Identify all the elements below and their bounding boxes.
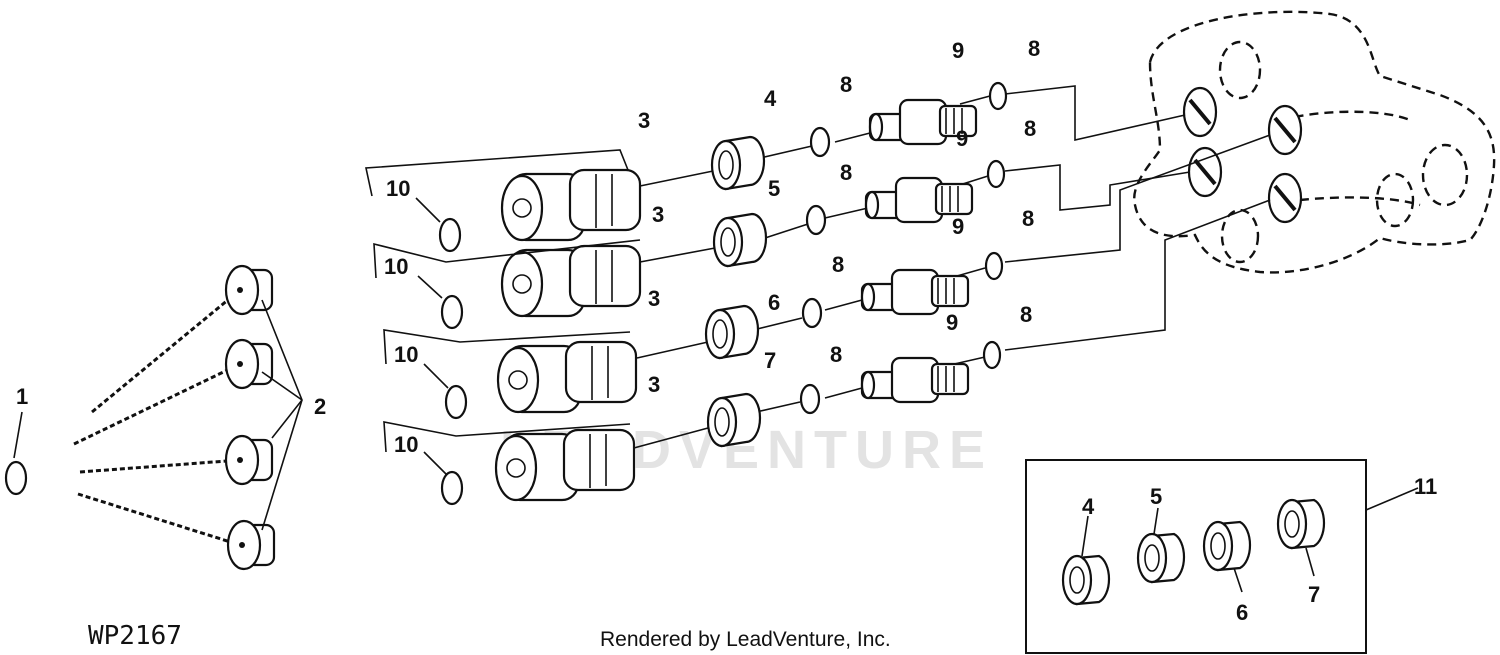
callout-9: 9	[956, 126, 968, 151]
callout-8: 8	[1020, 302, 1032, 327]
callout-8: 8	[1028, 36, 1040, 61]
adapter-fitting	[860, 356, 970, 404]
callout-1: 1	[16, 384, 28, 409]
callout-8: 8	[832, 252, 844, 277]
valve-housing	[1133, 10, 1496, 274]
kit-callout-5: 5	[1150, 484, 1162, 509]
loose-o-ring	[4, 411, 28, 496]
coupler-o-ring	[438, 217, 468, 506]
callout-3: 3	[652, 202, 664, 227]
adapter-fitting	[868, 98, 978, 146]
callout-10: 10	[384, 254, 408, 279]
o-ring	[799, 81, 1008, 415]
callout-9: 9	[946, 310, 958, 335]
callout-7: 7	[764, 348, 776, 373]
callout-10: 10	[394, 432, 418, 457]
callout-8: 8	[830, 342, 842, 367]
callout-10: 10	[386, 176, 410, 201]
callout-brackets	[365, 149, 641, 475]
credit-text: Rendered by LeadVenture, Inc.	[600, 628, 891, 651]
adapter-fitting	[860, 268, 970, 316]
callout-3: 3	[638, 108, 650, 133]
kit-callout-7: 7	[1308, 582, 1320, 607]
callout-5: 5	[768, 176, 780, 201]
callout-labels: 1 2 3 3 3 3 4 5 6 7 8 8 8 8 8 8 8 8 9 9 …	[16, 36, 1437, 625]
callout-9: 9	[952, 214, 964, 239]
kit-callout-4: 4	[1082, 494, 1095, 519]
callout-2: 2	[314, 394, 326, 419]
dust-cap-with-chain	[73, 264, 303, 571]
sleeve-adapter	[704, 135, 768, 448]
callout-10: 10	[394, 342, 418, 367]
callout-11: 11	[1414, 474, 1437, 499]
callout-8: 8	[840, 72, 852, 97]
leader-lines	[633, 85, 1271, 449]
callout-8: 8	[1022, 206, 1034, 231]
kit-callout-6: 6	[1236, 600, 1248, 625]
callout-6: 6	[768, 290, 780, 315]
callout-4: 4	[764, 86, 777, 111]
callout-8: 8	[840, 160, 852, 185]
adapter-fitting	[864, 176, 974, 224]
callout-3: 3	[648, 372, 660, 397]
figure-code: WP2167	[88, 621, 182, 651]
kit-box	[1025, 459, 1419, 654]
callout-3: 3	[648, 286, 660, 311]
callout-9: 9	[952, 38, 964, 63]
callout-8: 8	[1024, 116, 1036, 141]
